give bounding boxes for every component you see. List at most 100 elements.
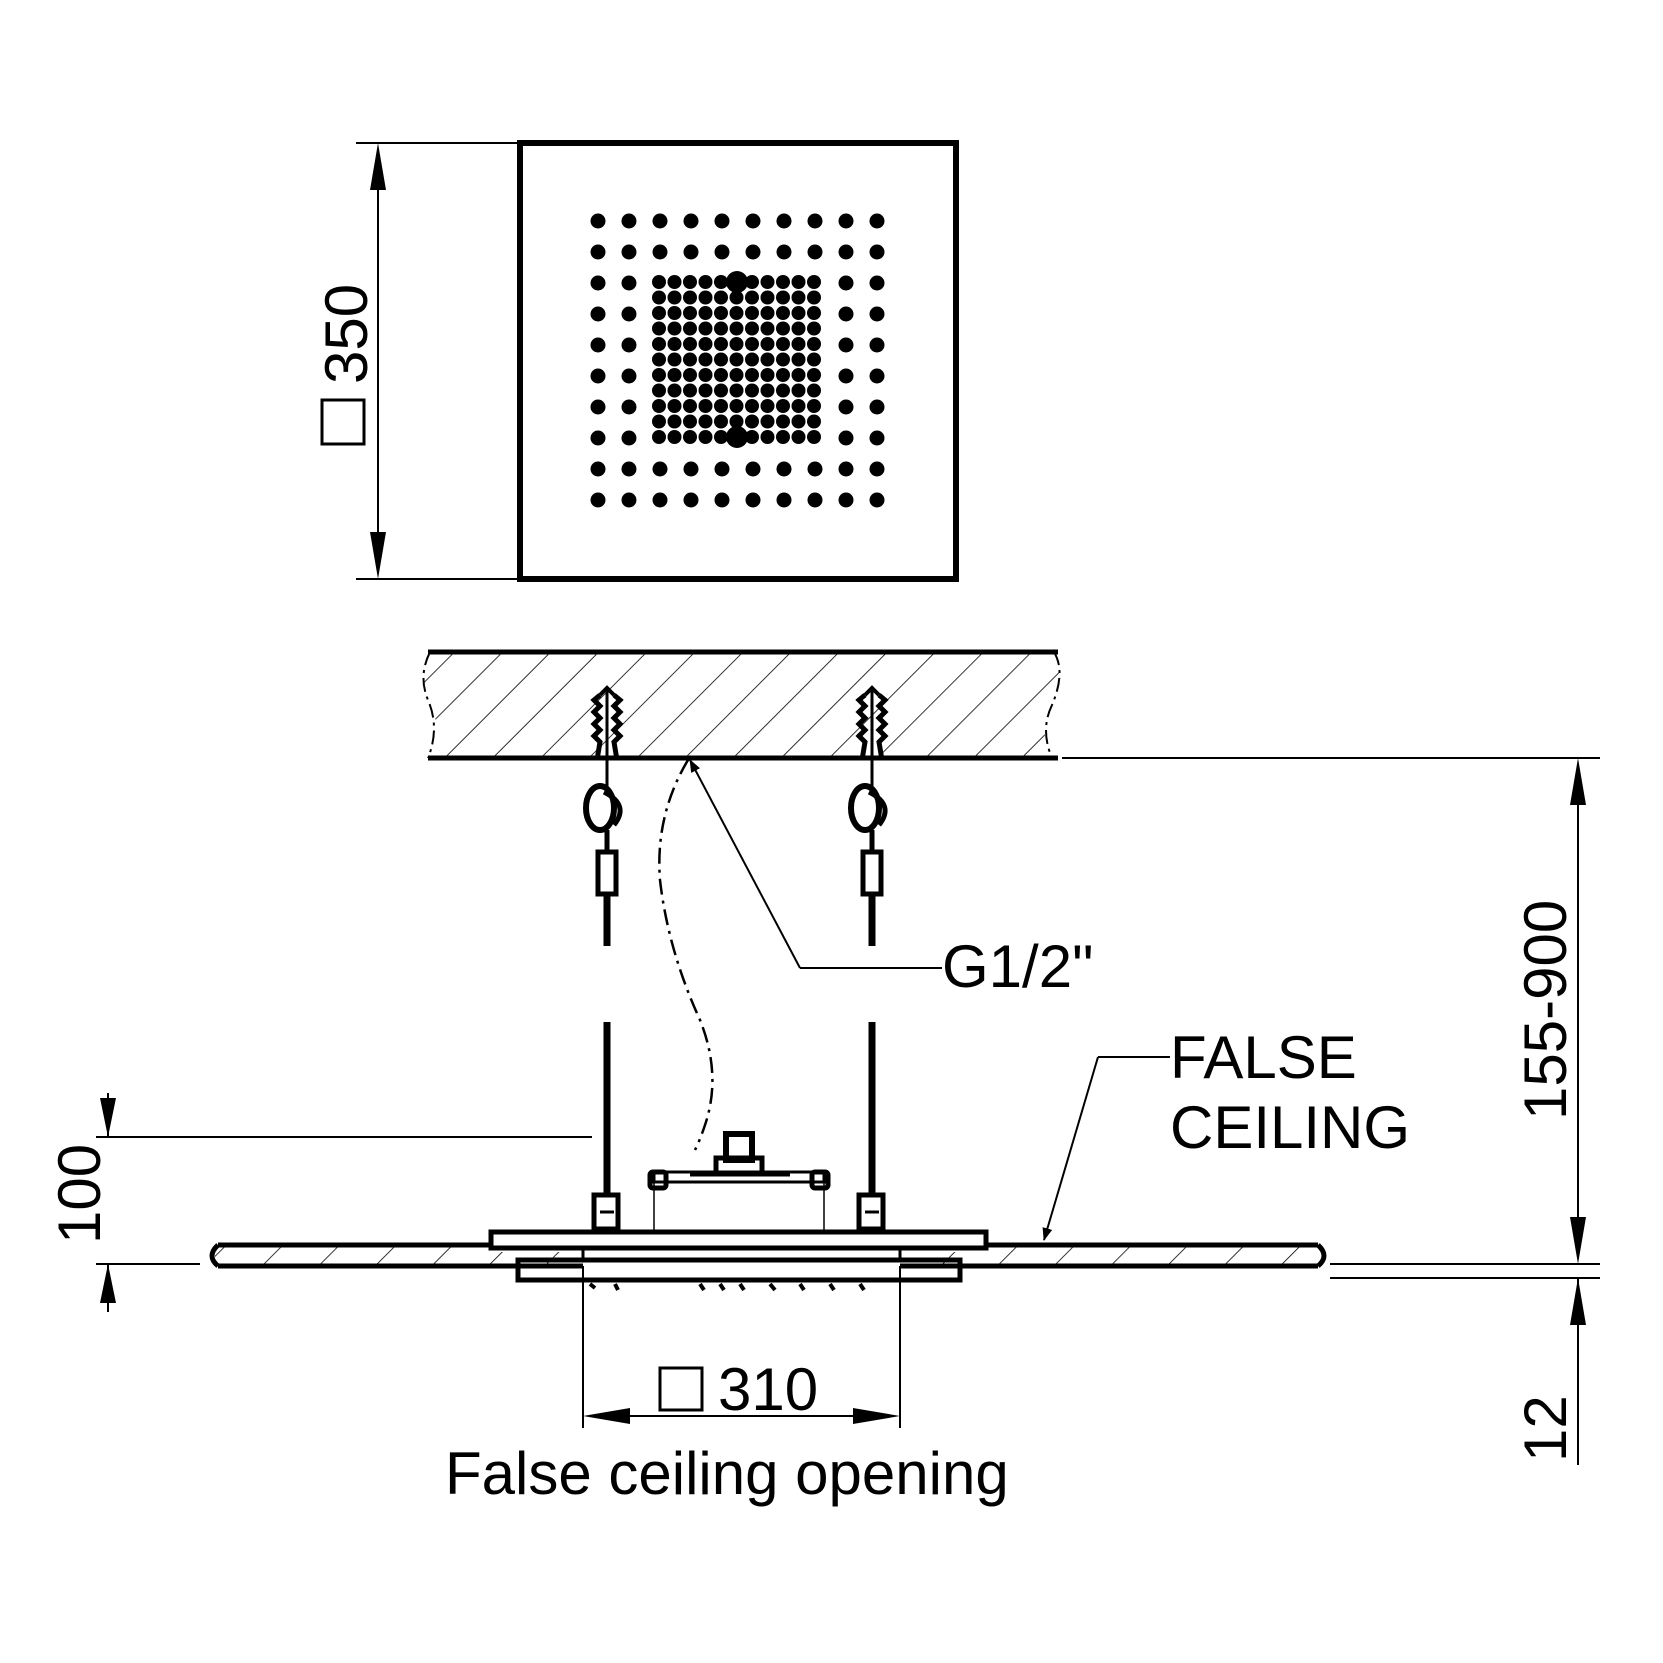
nozzle-dot xyxy=(791,430,806,444)
nozzle-dot xyxy=(652,244,668,260)
nozzle-dot xyxy=(760,368,775,382)
nozzle-dot xyxy=(791,368,806,382)
nozzle-dot xyxy=(807,337,821,351)
ceiling-slab xyxy=(422,649,1061,761)
nozzle-dot xyxy=(590,492,606,508)
nozzle-dot xyxy=(667,352,682,367)
nozzle-dot xyxy=(745,213,761,229)
false-ceiling-label-line1: FALSE xyxy=(1170,1024,1357,1091)
nozzle-dot xyxy=(590,368,606,384)
nozzle-dot xyxy=(714,244,730,260)
nozzle-dot xyxy=(838,213,854,229)
nozzle-dot xyxy=(838,306,854,322)
nozzle-dot xyxy=(621,368,637,384)
nozzle-dot xyxy=(869,461,885,477)
nozzle-dot xyxy=(869,306,885,322)
nozzle-dot xyxy=(760,321,775,336)
nozzle-dot xyxy=(667,383,682,398)
nozzle-dot xyxy=(652,383,666,398)
nozzle-dot xyxy=(590,337,606,353)
nozzle-dot xyxy=(745,414,759,429)
nozzle-dot xyxy=(807,383,821,398)
nozzle-dot xyxy=(698,321,713,336)
nozzle-dot xyxy=(590,430,606,446)
nozzle-dot xyxy=(745,321,759,336)
nozzle-dot xyxy=(698,306,713,320)
nozzle-dot xyxy=(729,399,744,413)
square-symbol-icon xyxy=(320,398,366,446)
nozzle-dot xyxy=(776,213,792,229)
nozzle-dot xyxy=(776,368,790,382)
nozzle-dot xyxy=(791,352,806,367)
nozzle-dot xyxy=(667,306,682,320)
dimension-100: 100 xyxy=(46,1093,592,1312)
nozzle-dot xyxy=(590,399,606,415)
nozzle-dot xyxy=(807,492,823,508)
nozzle-dot xyxy=(652,368,666,382)
nozzle-dot xyxy=(667,321,682,336)
nozzle-dot xyxy=(807,213,823,229)
nozzle-dot xyxy=(683,321,697,336)
nozzle-dot xyxy=(652,321,666,336)
nozzle-dot xyxy=(729,368,744,382)
nozzle-dot xyxy=(698,352,713,367)
nozzle-dot xyxy=(698,399,713,413)
nozzle-dot xyxy=(745,244,761,260)
nozzle-dot xyxy=(760,352,775,367)
square-symbol-icon xyxy=(658,1366,704,1412)
shower-head-body xyxy=(488,1229,989,1292)
nozzle-dot xyxy=(714,461,730,477)
nozzle-dot xyxy=(869,368,885,384)
nozzle-dot xyxy=(683,306,697,320)
nozzle-dot xyxy=(838,368,854,384)
nozzle-large-dot xyxy=(726,426,748,448)
false-ceiling-leader: FALSE CEILING xyxy=(1042,1024,1410,1241)
nozzle-dot xyxy=(590,244,606,260)
nozzle-dot xyxy=(621,306,637,322)
nozzle-dot xyxy=(760,275,775,289)
nozzle-dot xyxy=(791,275,806,289)
nozzle-dot xyxy=(714,399,728,413)
dimension-350-text: 350 xyxy=(313,284,380,384)
nozzle-dot xyxy=(791,337,806,351)
nozzle-dot xyxy=(760,414,775,429)
nozzle-dot xyxy=(807,461,823,477)
nozzle-dot xyxy=(791,306,806,320)
nozzle-dot xyxy=(869,430,885,446)
nozzle-dot xyxy=(667,275,682,289)
nozzle-dot xyxy=(683,492,699,508)
nozzle-dot xyxy=(729,352,744,367)
nozzle-dot xyxy=(621,430,637,446)
nozzle-dot xyxy=(869,244,885,260)
nozzle-dot xyxy=(807,430,821,444)
nozzle-dot xyxy=(869,492,885,508)
nozzle-dot xyxy=(714,492,730,508)
g12-leader: G1/2" xyxy=(689,759,1093,1000)
nozzle-dot xyxy=(652,414,666,429)
nozzle-dot xyxy=(791,399,806,413)
side-view: G1/2" FALSE CEILING 155-900 12 xyxy=(46,649,1600,1507)
nozzle-dot xyxy=(729,337,744,351)
nozzle-dot xyxy=(838,399,854,415)
nozzle-dot xyxy=(729,306,744,320)
nozzle-dot xyxy=(714,352,728,367)
nozzle-large-dot xyxy=(726,271,748,293)
nozzle-dot xyxy=(745,492,761,508)
nozzle-dot xyxy=(714,337,728,351)
nozzle-dot xyxy=(667,430,682,444)
nozzle-dot xyxy=(714,213,730,229)
nozzle-dot xyxy=(698,337,713,351)
nozzle-dot xyxy=(776,352,790,367)
nozzle-dot xyxy=(667,337,682,351)
water-connection-body xyxy=(647,1131,831,1232)
nozzle-dot xyxy=(791,321,806,336)
nozzle-dot xyxy=(729,414,744,429)
nozzle-grid xyxy=(590,213,885,508)
nozzle-dot xyxy=(776,383,790,398)
nozzle-dot xyxy=(714,275,728,289)
nozzle-dot xyxy=(652,430,666,444)
nozzle-dot xyxy=(683,368,697,382)
nozzle-dot xyxy=(652,213,668,229)
nozzle-dot xyxy=(838,430,854,446)
nozzle-dot xyxy=(838,492,854,508)
